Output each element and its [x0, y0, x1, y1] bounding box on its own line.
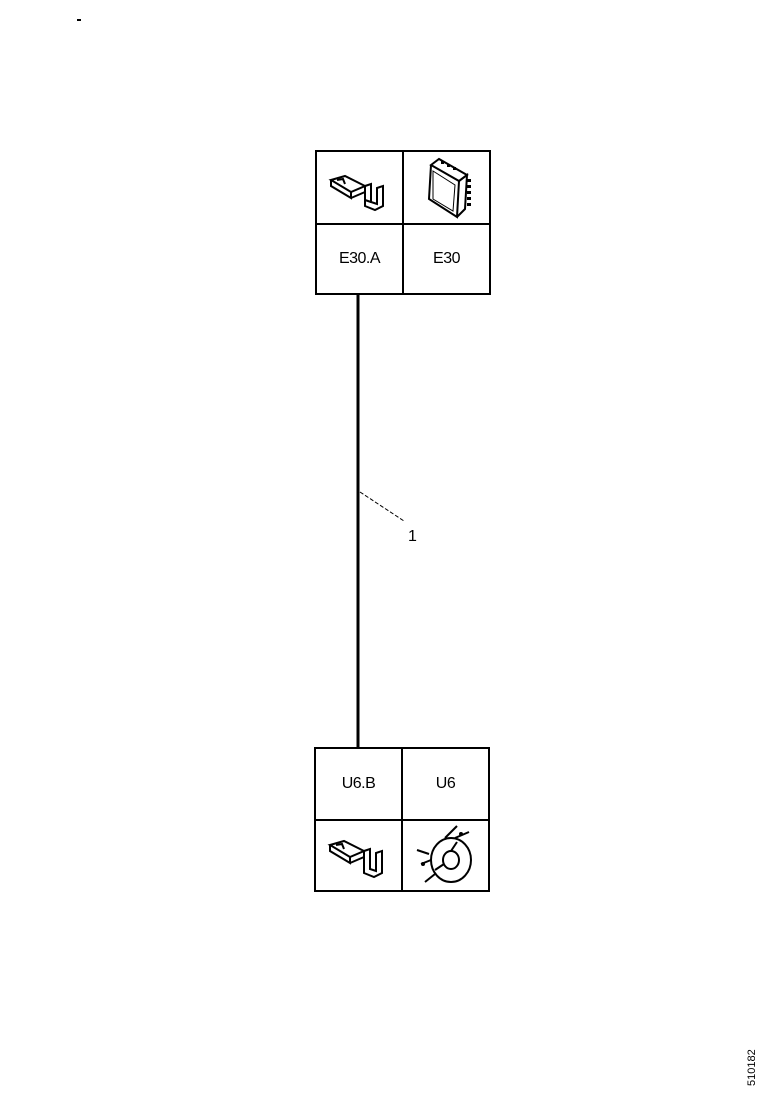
connector-label-u6: U6 [403, 749, 490, 821]
callout-leader [359, 491, 405, 522]
terminal-connector-icon [317, 152, 404, 225]
wire-callout-number: 1 [408, 528, 417, 545]
fan-motor-icon [403, 821, 490, 892]
terminal-connector-icon [316, 821, 403, 892]
connector-label-u6b: U6.B [316, 749, 403, 821]
connector-block-u6: U6.B U6 [314, 747, 490, 892]
corner-mark [77, 19, 81, 21]
connector-label-e30: E30 [404, 225, 491, 295]
connector-label-e30a: E30.A [317, 225, 404, 295]
connector-block-e30: E30.A E30 [315, 150, 491, 295]
drawing-reference-code: 510182 [746, 1049, 758, 1086]
control-module-icon [404, 152, 491, 225]
